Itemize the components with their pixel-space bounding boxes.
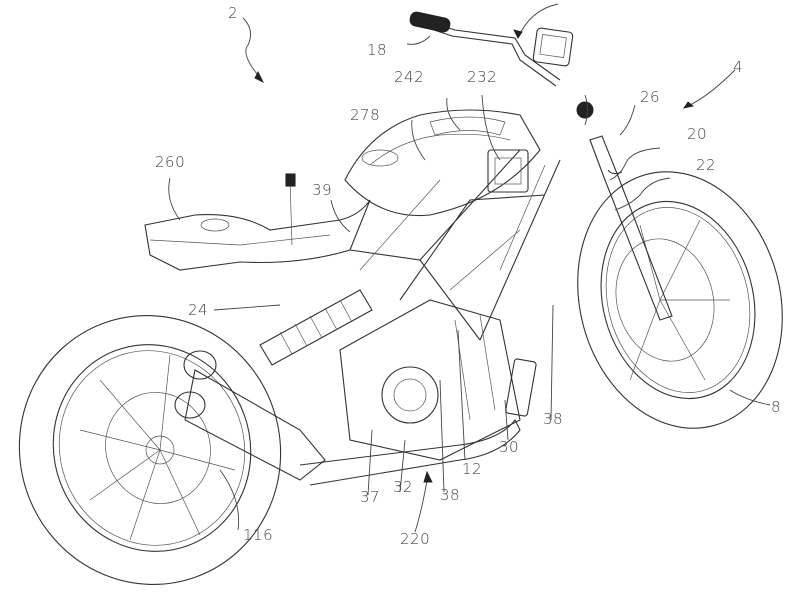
label-2: 2 bbox=[228, 4, 239, 22]
fuel-tank bbox=[344, 109, 541, 217]
label-38-front: 38 bbox=[543, 410, 564, 428]
label-220: 220 bbox=[400, 530, 431, 548]
label-278: 278 bbox=[350, 106, 381, 124]
label-30: 30 bbox=[499, 438, 520, 456]
label-20: 20 bbox=[687, 125, 708, 143]
label-242: 242 bbox=[394, 68, 425, 86]
label-39: 39 bbox=[312, 181, 333, 199]
label-12: 12 bbox=[462, 460, 483, 478]
label-232: 232 bbox=[467, 68, 498, 86]
label-37: 37 bbox=[360, 488, 381, 506]
label-8: 8 bbox=[771, 398, 782, 416]
label-4: 4 bbox=[733, 58, 744, 76]
front-wheel bbox=[577, 171, 783, 429]
label-24: 24 bbox=[188, 301, 209, 319]
label-32: 32 bbox=[393, 478, 414, 496]
label-18: 18 bbox=[367, 41, 388, 59]
seat-tail bbox=[144, 173, 371, 271]
label-38-lower: 38 bbox=[440, 486, 461, 504]
leader-lines bbox=[168, 3, 771, 533]
front-fork bbox=[589, 135, 673, 321]
frame bbox=[349, 149, 561, 341]
label-116: 116 bbox=[243, 526, 274, 544]
label-22: 22 bbox=[696, 156, 717, 174]
rear-shock bbox=[259, 289, 373, 366]
rear-wheel bbox=[18, 315, 282, 585]
label-260: 260 bbox=[155, 153, 186, 171]
engine bbox=[339, 299, 521, 461]
label-26: 26 bbox=[640, 88, 661, 106]
exhaust bbox=[174, 350, 537, 486]
handlebar bbox=[409, 11, 594, 119]
